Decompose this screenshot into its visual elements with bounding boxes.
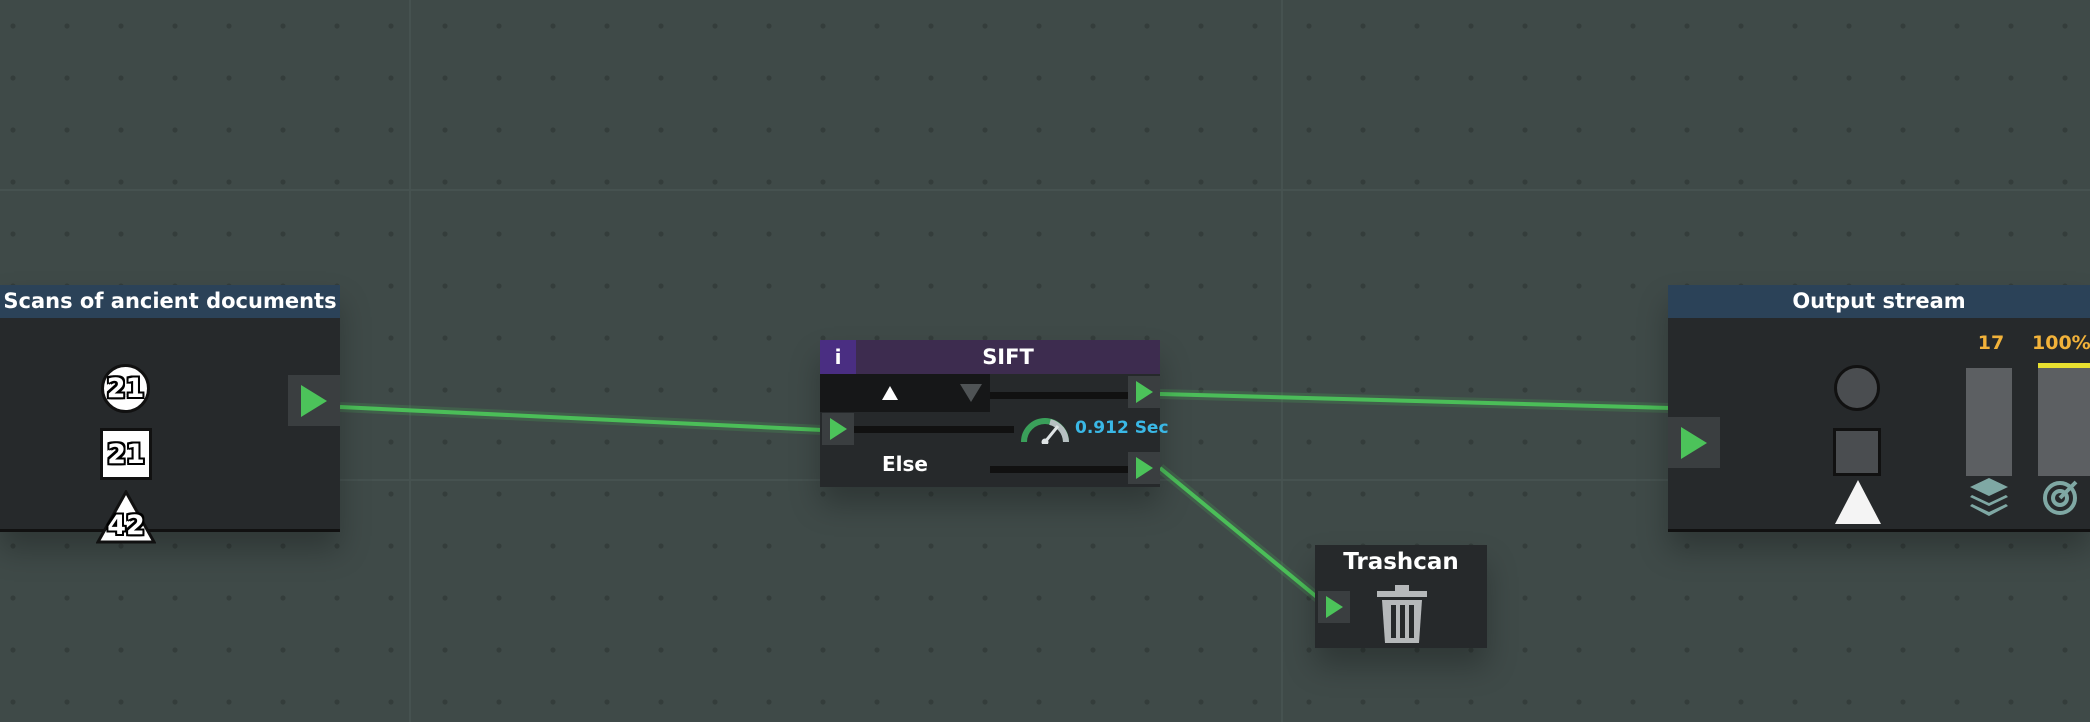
trashcan-title: Trashcan: [1343, 549, 1459, 575]
sift-node[interactable]: i SIFT 0.912 Sec Else: [820, 340, 1169, 487]
circle-shape-icon: [101, 364, 150, 413]
speed-value: 0.912 Sec: [1075, 418, 1169, 438]
sift-else-output-port[interactable]: [1128, 452, 1160, 484]
wire-sift-to-output: [1159, 392, 1671, 410]
sift-title: SIFT: [982, 345, 1034, 369]
accuracy-bar-track: [2038, 363, 2090, 476]
count-value: 17: [1977, 332, 2005, 354]
target-icon: [2043, 480, 2078, 515]
else-label: Else: [882, 452, 928, 476]
wire-sift-else-to-trash: [1158, 466, 1320, 600]
output-node-title: Output stream: [1668, 285, 2090, 318]
play-arrow-icon: [1681, 426, 1707, 459]
wire-source-to-sift: [339, 405, 823, 432]
circle-count: 21: [106, 373, 145, 404]
info-label: i: [834, 345, 842, 369]
circle-slot-icon: [1834, 365, 1880, 411]
triangle-down-icon[interactable]: [960, 384, 982, 402]
triangle-count: 42: [107, 509, 145, 541]
triangle-slot-icon: [1835, 480, 1881, 524]
play-arrow-icon: [1325, 596, 1343, 618]
play-arrow-icon: [1135, 457, 1153, 479]
square-count: 21: [107, 438, 145, 470]
source-node-title: Scans of ancient documents: [0, 285, 340, 318]
sift-input-port[interactable]: [822, 413, 854, 445]
triangle-up-icon[interactable]: [882, 386, 898, 400]
trashcan-node[interactable]: Trashcan: [1315, 545, 1487, 648]
trash-icon: [1377, 585, 1427, 643]
output-node[interactable]: Output stream 17 100%: [1668, 285, 2090, 532]
shape-filter-selector[interactable]: [820, 374, 990, 412]
play-arrow-icon: [1135, 381, 1153, 403]
speedometer-icon: [1021, 418, 1069, 444]
source-output-port[interactable]: [288, 375, 340, 426]
info-button[interactable]: i: [820, 340, 856, 374]
filter-line: [990, 392, 1128, 399]
play-arrow-icon: [829, 418, 847, 440]
input-line: [854, 426, 1014, 433]
accuracy-bar-fill: [2038, 363, 2090, 368]
output-input-port[interactable]: [1668, 417, 1720, 468]
play-arrow-icon: [301, 384, 327, 417]
source-node[interactable]: Scans of ancient documents 21 21 42: [0, 285, 340, 544]
square-slot-icon: [1833, 428, 1881, 476]
square-shape-icon: [100, 428, 152, 480]
triangle-shape-icon: [96, 490, 156, 544]
else-line: [990, 466, 1128, 473]
sift-match-output-port[interactable]: [1128, 376, 1160, 408]
trashcan-input-port[interactable]: [1318, 591, 1350, 623]
accuracy-value: 100%: [2032, 332, 2090, 354]
count-bar: [1966, 368, 2012, 476]
layers-icon: [1970, 478, 2008, 516]
